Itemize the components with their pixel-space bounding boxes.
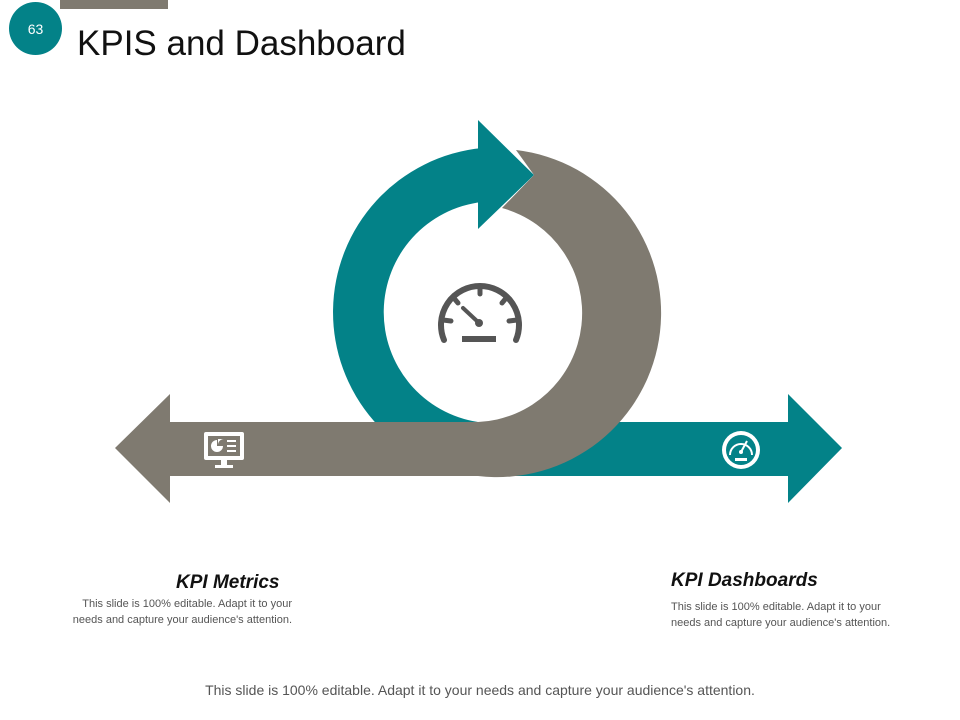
gauge-icon — [722, 431, 760, 469]
kpi-metrics-description: This slide is 100% editable. Adapt it to… — [20, 596, 292, 628]
monitor-chart-icon — [204, 432, 244, 468]
teal-right-arrow — [460, 394, 842, 503]
footer-note: This slide is 100% editable. Adapt it to… — [205, 682, 755, 698]
kpi-dashboards-line-1: This slide is 100% editable. Adapt it to… — [671, 601, 881, 613]
page-title: KPIS and Dashboard — [77, 24, 406, 63]
teal-loop-arrowhead — [478, 120, 534, 229]
kpi-dashboards-line-2: needs and capture your audience's attent… — [671, 617, 891, 629]
speedometer-icon — [438, 283, 522, 343]
slide-number: 63 — [27, 20, 44, 37]
kpi-metrics-heading: KPI Metrics — [176, 572, 280, 593]
kpi-dashboards-heading: KPI Dashboards — [671, 570, 818, 591]
kpi-dashboards-description: This slide is 100% editable. Adapt it to… — [671, 599, 951, 631]
kpi-metrics-line-1: This slide is 100% editable. Adapt it to… — [82, 598, 292, 610]
top-accent-bar — [60, 0, 168, 9]
gray-left-arrow — [115, 394, 485, 503]
gray-loop-arc — [478, 150, 662, 478]
teal-loop-arc — [333, 148, 482, 476]
slide-number-badge: 63 — [9, 2, 62, 55]
kpi-metrics-line-2: needs and capture your audience's attent… — [72, 614, 292, 626]
